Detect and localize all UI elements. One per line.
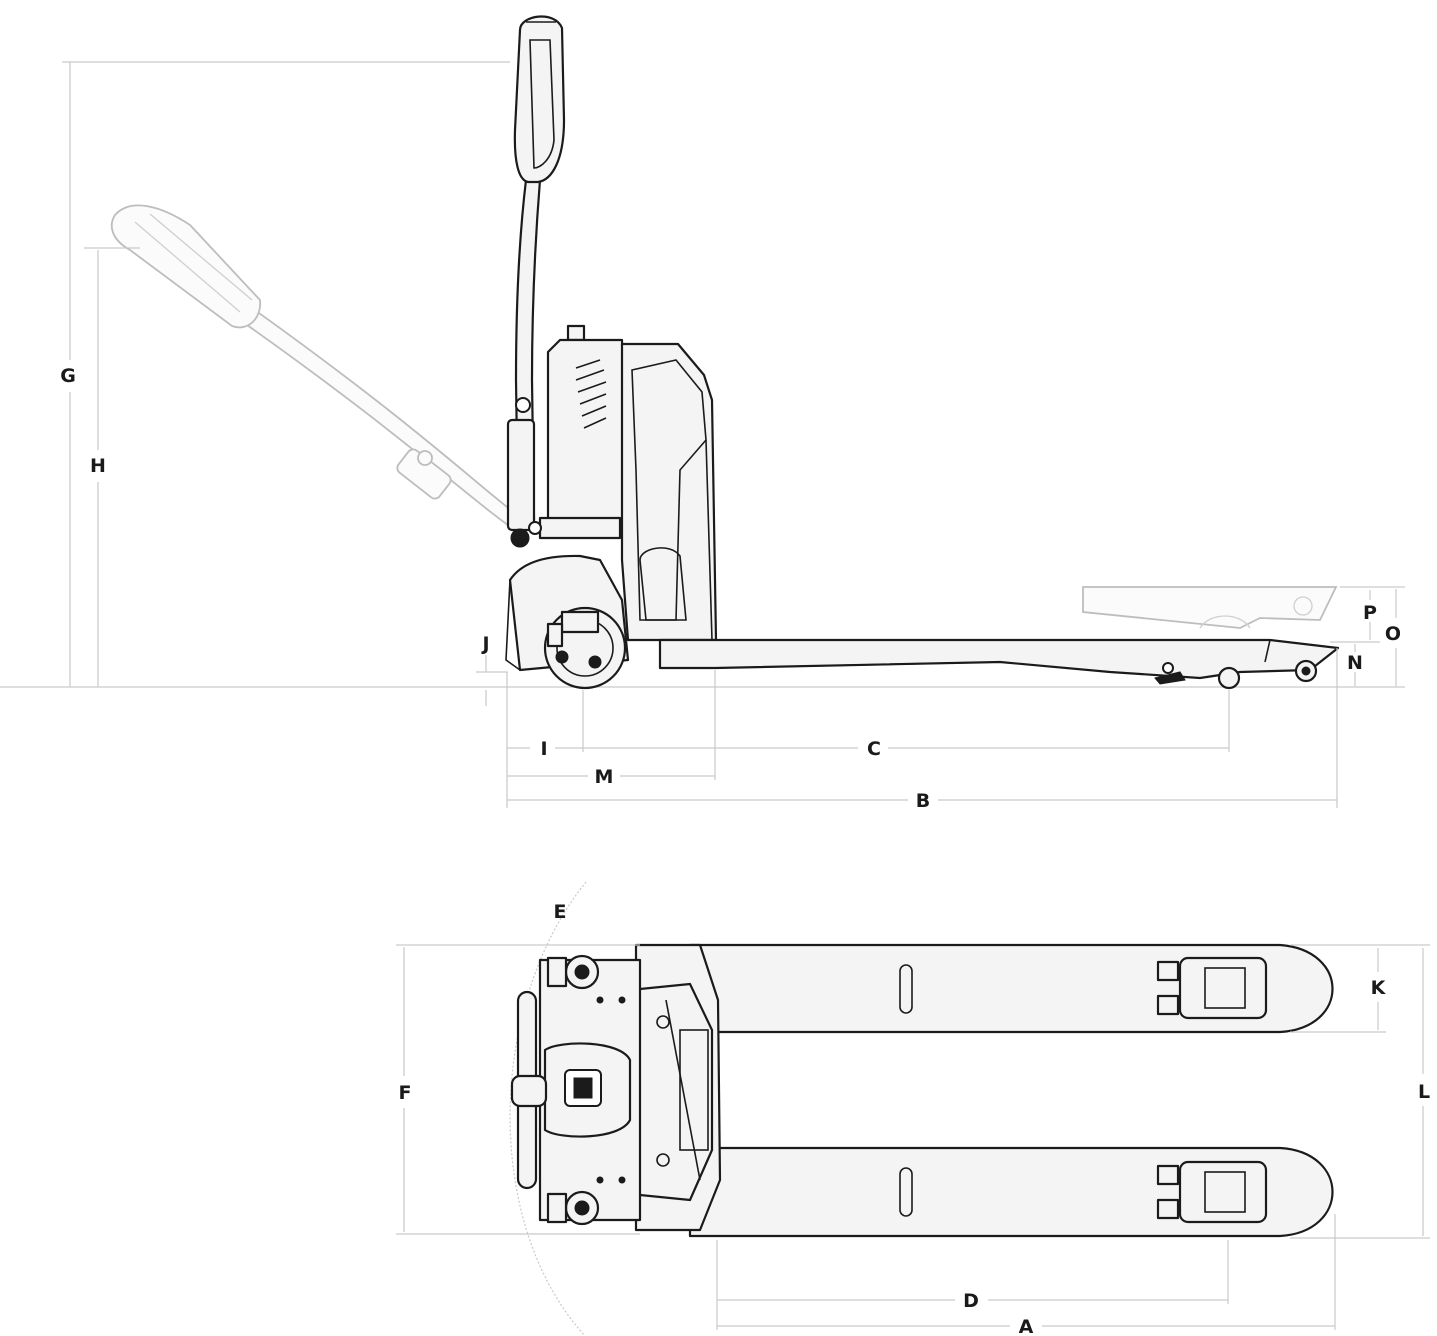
fork-top-upper: [688, 943, 1334, 1034]
top-dimensions: [396, 944, 1430, 1330]
label-F: F: [399, 1082, 412, 1104]
vent-slots: [575, 359, 607, 429]
label-O: O: [1385, 623, 1401, 645]
ghost-fork-raised: [1082, 586, 1338, 629]
label-H: H: [90, 455, 106, 477]
load-roller-side: [1217, 666, 1241, 690]
fork-side: [658, 638, 1340, 690]
label-B: B: [916, 790, 930, 812]
label-A: A: [1019, 1316, 1034, 1336]
side-view: [0, 15, 1405, 808]
power-unit-housing: [505, 324, 718, 690]
dimension-labels: G H J I C M B P O N E F K L D A: [60, 365, 1430, 1336]
label-G: G: [60, 365, 76, 387]
label-K: K: [1371, 977, 1387, 999]
label-J: J: [480, 633, 489, 655]
label-L: L: [1418, 1081, 1430, 1103]
top-view: [396, 881, 1430, 1336]
label-N: N: [1347, 652, 1363, 674]
label-P: P: [1363, 602, 1377, 624]
turning-radius-arc: [509, 881, 587, 1336]
label-M: M: [595, 766, 614, 788]
power-unit-top: [510, 943, 722, 1232]
label-D: D: [963, 1290, 979, 1312]
label-E: E: [554, 901, 567, 923]
side-dimensions: [62, 61, 1405, 808]
fork-top-lower: [688, 1146, 1334, 1238]
ghost-tiller-lowered: [110, 204, 532, 537]
label-C: C: [867, 738, 881, 760]
label-I: I: [540, 738, 547, 760]
